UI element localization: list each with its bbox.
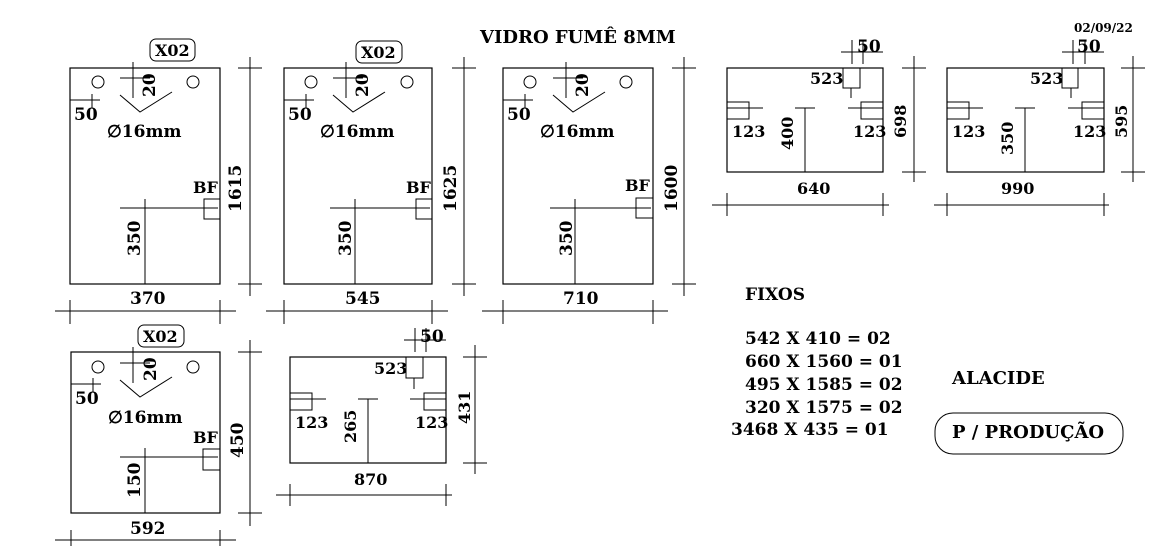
panel-1-height: 698 [891,105,910,138]
door-2-dim-20: 20 [353,73,373,97]
fixos-item-5: 3468 X 435 = 01 [731,420,889,440]
door-3-dim-50: 50 [507,105,531,125]
door-3-dim-350: 350 [557,220,577,256]
door-1-dim-350: 350 [125,220,145,256]
panel-2-center: 350 [998,122,1017,155]
panel-3-left-123: 123 [295,413,328,432]
door-1-height: 1615 [226,165,246,212]
fixos-title: FIXOS [745,285,805,305]
panel-2: 50 523 123 123 350 595 990 [934,37,1145,216]
panel-3-center: 265 [341,410,360,443]
door-4-hole-diameter: ∅16mm [108,408,182,428]
panel-2-top-50: 50 [1077,37,1101,57]
panel-3-height: 431 [455,391,474,424]
panel-2-width: 990 [1001,179,1034,198]
door-4-dim-150: 150 [125,462,145,498]
panel-3-right-123: 123 [415,413,448,432]
door-3-dim-20: 20 [573,73,593,97]
panel-3-width: 870 [354,470,387,489]
door-2-bf-label: BF [406,178,432,197]
door-1-dim-50: 50 [74,105,98,125]
door-2-tag: X02 [355,40,403,64]
door-1-dim-20: 20 [140,73,160,97]
fixos-item-1: 542 X 410 = 02 [745,329,891,349]
panel-1-left-123: 123 [732,122,765,141]
door-4-dim-50: 50 [75,389,99,409]
door-4: X02 50 20 ∅16mm BF 150 450 592 [55,324,262,546]
panel-2-left-123: 123 [952,122,985,141]
panel-3: 50 523 123 123 265 431 870 [276,327,487,506]
door-1-width: 370 [130,289,166,309]
panel-3-top-50: 50 [420,327,444,347]
door-2: X02 50 20 ∅16mm BF 350 1625 545 [266,40,476,324]
fixos-item-4: 320 X 1575 = 02 [745,398,903,418]
panel-1-top-50: 50 [857,37,881,57]
panel-2-dim-523: 523 [1030,69,1063,88]
door-4-bf-label: BF [193,428,219,447]
alacide-label: ALACIDE [952,368,1045,389]
panel-2-right-123: 123 [1073,122,1106,141]
door-2-dim-50: 50 [288,105,312,125]
panel-1-width: 640 [797,179,830,198]
door-2-tag-text: X02 [361,43,396,62]
door-3-height: 1600 [662,165,682,212]
door-2-width: 545 [345,289,381,309]
door-4-tag: X02 [137,324,185,348]
fixos-item-3: 495 X 1585 = 02 [745,375,903,395]
door-1: X02 50 20 ∅16mm BF 350 1615 370 [55,38,262,324]
door-3-bf-label: BF [625,176,651,195]
panel-1-right-123: 123 [853,122,886,141]
panel-1-dim-523: 523 [810,69,843,88]
production-label: P / PRODUÇÃO [952,422,1105,443]
door-1-tag-text: X02 [155,41,190,60]
door-2-height: 1625 [441,165,461,212]
door-4-dim-20: 20 [141,357,161,381]
door-4-width: 592 [130,519,166,539]
door-2-dim-350: 350 [336,220,356,256]
panel-2-height: 595 [1112,105,1131,138]
door-3-hole-diameter: ∅16mm [540,122,614,142]
door-3: 50 20 ∅16mm BF 350 1600 710 [482,57,696,324]
panel-3-dim-523: 523 [374,359,407,378]
panel-1-center: 400 [778,117,797,150]
door-1-bf-label: BF [193,178,219,197]
door-4-height: 450 [228,422,248,458]
door-1-hole-diameter: ∅16mm [107,122,181,142]
production-badge-frame [934,412,1124,455]
drawing-title: VIDRO FUMÊ 8MM [479,25,676,48]
door-4-tag-text: X02 [143,327,178,346]
panel-1: 50 523 123 123 400 698 640 [712,37,926,216]
door-1-tag: X02 [149,38,196,62]
fixos-item-2: 660 X 1560 = 01 [745,352,903,372]
door-3-width: 710 [563,289,599,309]
door-2-hole-diameter: ∅16mm [320,122,394,142]
drawing-date: 02/09/22 [1074,21,1133,35]
